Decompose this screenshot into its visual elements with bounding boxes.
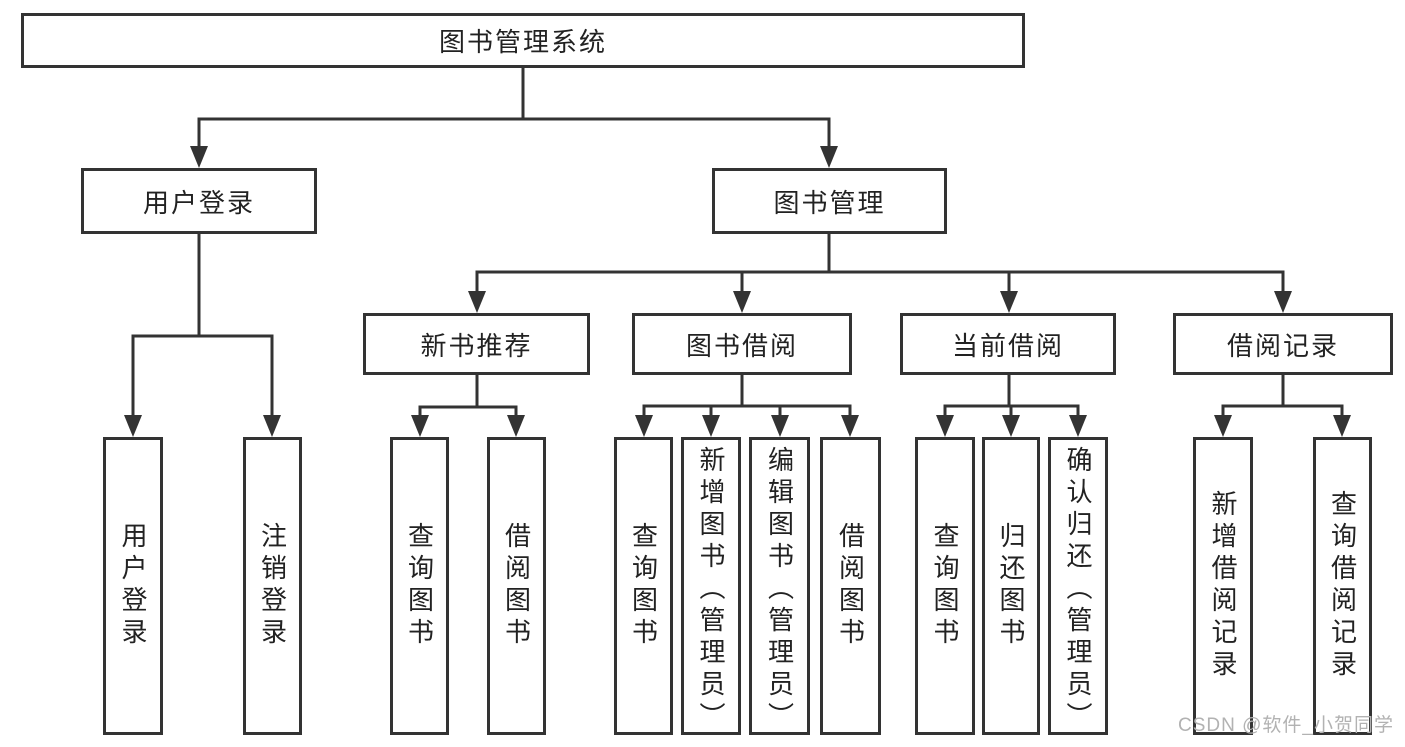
leaf-logout-label: 注销登录 — [257, 522, 288, 650]
node-current-borrow-label: 当前借阅 — [951, 330, 1064, 361]
csdn-watermark: CSDN @软件_小贺同学 — [1178, 715, 1394, 736]
arrow-down-icon — [1069, 415, 1087, 437]
node-current-borrow: 当前借阅 — [900, 313, 1116, 375]
node-book-borrow: 图书借阅 — [632, 313, 852, 375]
arrow-down-icon — [263, 415, 281, 437]
arrow-down-icon — [733, 291, 751, 313]
arrow-down-icon — [1333, 415, 1351, 437]
leaf-bb-query-books: 查询图书 — [614, 437, 673, 735]
leaf-bb-borrow-books: 借阅图书 — [820, 437, 881, 735]
arrow-down-icon — [1002, 415, 1020, 437]
leaf-cb-confirm-return-admin: 确认归还（管理员） — [1048, 437, 1108, 735]
connector-book-borrow — [642, 375, 852, 416]
arrowheads — [124, 146, 1351, 437]
leaf-logout: 注销登录 — [243, 437, 302, 735]
leaf-cb-query-books-label: 查询图书 — [930, 522, 960, 650]
arrow-down-icon — [411, 415, 429, 437]
leaf-bb-query-books-label: 查询图书 — [628, 522, 659, 650]
node-book-borrow-label: 图书借阅 — [685, 330, 798, 361]
arrow-down-icon — [936, 415, 954, 437]
leaf-nb-borrow-books-label: 借阅图书 — [501, 522, 532, 650]
leaf-user-login-label: 用户登录 — [118, 522, 148, 650]
connector-book-management — [475, 234, 1285, 292]
leaf-bb-borrow-books-label: 借阅图书 — [835, 522, 866, 650]
arrow-down-icon — [190, 146, 208, 168]
leaf-rec-query-borrow-record: 查询借阅记录 — [1313, 437, 1372, 735]
arrow-down-icon — [635, 415, 653, 437]
arrow-down-icon — [771, 415, 789, 437]
leaf-nb-query-books-label: 查询图书 — [404, 522, 435, 650]
node-user-login-label: 用户登录 — [142, 187, 255, 218]
leaf-nb-query-books: 查询图书 — [390, 437, 449, 735]
leaf-bb-add-books-admin: 新增图书（管理员） — [681, 437, 741, 735]
arrow-down-icon — [124, 415, 142, 437]
connector-root — [197, 68, 831, 147]
leaf-bb-edit-books-admin-label: 编辑图书（管理员） — [764, 446, 795, 734]
leaf-cb-return-books-label: 归还图书 — [996, 522, 1026, 650]
node-user-login: 用户登录 — [81, 168, 317, 234]
node-borrow-records-label: 借阅记录 — [1226, 330, 1339, 361]
node-new-book-recommend-label: 新书推荐 — [420, 330, 533, 361]
node-book-management: 图书管理 — [712, 168, 947, 234]
connector-new-book-recommend — [418, 375, 518, 416]
leaf-bb-add-books-admin-label: 新增图书（管理员） — [696, 446, 726, 734]
leaf-bb-edit-books-admin: 编辑图书（管理员） — [749, 437, 810, 735]
arrow-down-icon — [1000, 291, 1018, 313]
arrow-down-icon — [820, 146, 838, 168]
leaf-nb-borrow-books: 借阅图书 — [487, 437, 546, 735]
leaf-rec-add-borrow-record-label: 新增借阅记录 — [1208, 490, 1238, 682]
leaf-rec-query-borrow-record-label: 查询借阅记录 — [1327, 490, 1358, 682]
arrow-down-icon — [702, 415, 720, 437]
arrow-down-icon — [1274, 291, 1292, 313]
leaf-user-login: 用户登录 — [103, 437, 163, 735]
connector-current-borrow — [943, 375, 1080, 416]
arrow-down-icon — [468, 291, 486, 313]
arrow-down-icon — [1214, 415, 1232, 437]
leaf-cb-confirm-return-admin-label: 确认归还（管理员） — [1063, 446, 1093, 734]
node-new-book-recommend: 新书推荐 — [363, 313, 590, 375]
connector-user-login — [131, 234, 274, 416]
leaf-rec-add-borrow-record: 新增借阅记录 — [1193, 437, 1253, 735]
leaf-cb-return-books: 归还图书 — [982, 437, 1040, 735]
node-root-label: 图书管理系统 — [438, 27, 607, 57]
arrow-down-icon — [507, 415, 525, 437]
leaf-cb-query-books: 查询图书 — [915, 437, 975, 735]
node-root: 图书管理系统 — [21, 13, 1025, 68]
connector-borrow-records — [1221, 375, 1344, 416]
node-borrow-records: 借阅记录 — [1173, 313, 1393, 375]
arrow-down-icon — [841, 415, 859, 437]
node-book-management-label: 图书管理 — [773, 187, 886, 218]
